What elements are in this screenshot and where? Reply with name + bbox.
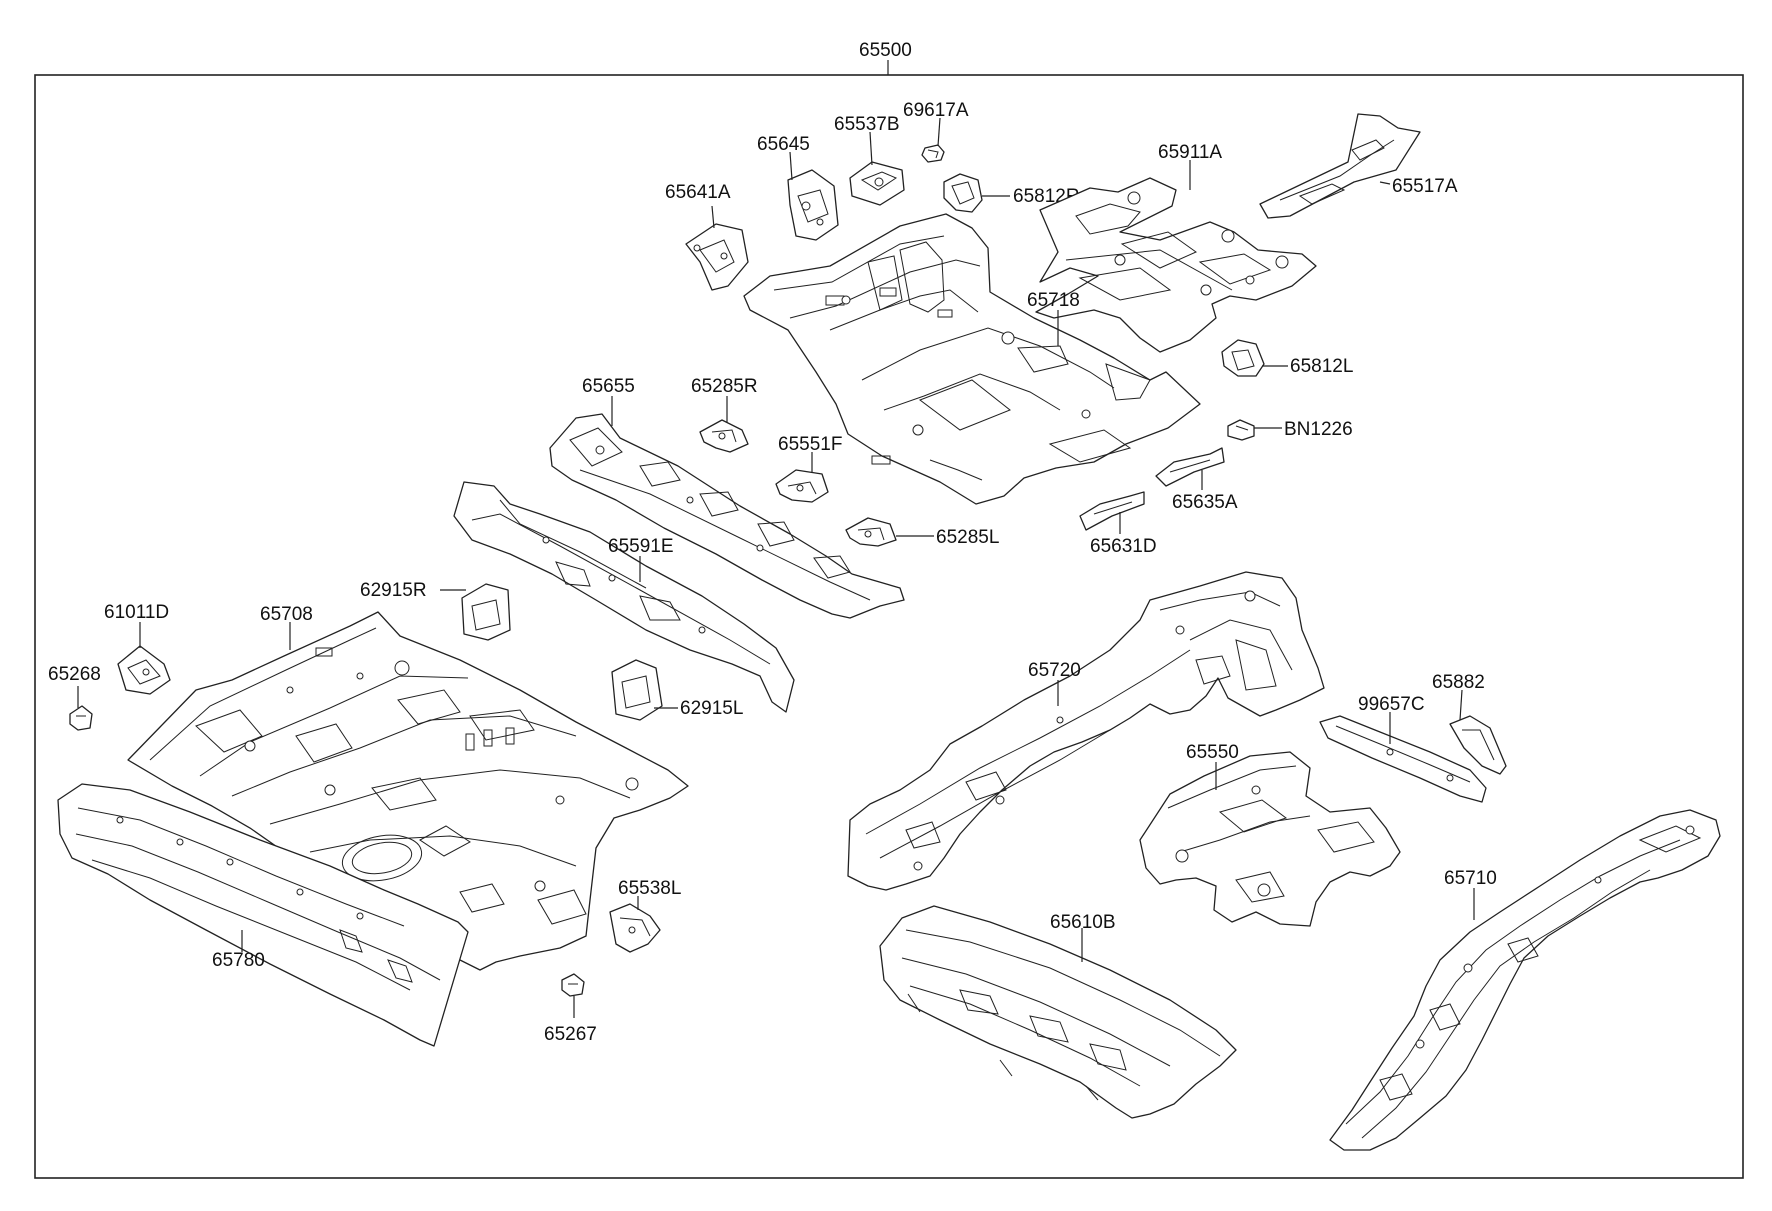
label-65551F[interactable]: 65551F <box>778 434 842 455</box>
label-65267[interactable]: 65267 <box>544 1024 597 1045</box>
label-65641A[interactable]: 65641A <box>665 182 731 203</box>
part-65610B[interactable] <box>879 905 1237 1119</box>
label-65655[interactable]: 65655 <box>582 376 635 397</box>
part-65780[interactable] <box>57 783 469 1047</box>
label-65631D[interactable]: 65631D <box>1090 536 1157 557</box>
label-62915R[interactable]: 62915R <box>360 580 427 601</box>
part-BN1226[interactable] <box>1227 419 1255 441</box>
part-65285L[interactable] <box>845 517 897 547</box>
label-65610B[interactable]: 65610B <box>1050 912 1116 933</box>
label-65635A[interactable]: 65635A <box>1172 492 1238 513</box>
part-65285R[interactable] <box>699 419 749 453</box>
part-65708[interactable] <box>127 611 689 971</box>
part-65591E[interactable] <box>453 481 795 713</box>
part-65911A[interactable] <box>1035 177 1317 353</box>
label-65911A[interactable]: 65911A <box>1158 142 1222 163</box>
part-99657C[interactable] <box>1319 715 1487 803</box>
part-65268[interactable] <box>69 705 93 731</box>
part-65550[interactable] <box>1139 751 1401 927</box>
label-65812L[interactable]: 65812L <box>1290 356 1353 377</box>
part-65720[interactable] <box>847 571 1325 891</box>
part-65812R[interactable] <box>943 173 983 213</box>
part-65517A[interactable] <box>1259 113 1421 219</box>
part-65267[interactable] <box>561 973 585 997</box>
label-65645[interactable]: 65645 <box>757 134 810 155</box>
label-61011D[interactable]: 61011D <box>104 602 169 623</box>
label-65591E[interactable]: 65591E <box>608 536 674 557</box>
label-65517A[interactable]: 65517A <box>1392 176 1458 197</box>
label-65550[interactable]: 65550 <box>1186 742 1239 763</box>
label-65538L[interactable]: 65538L <box>618 878 681 899</box>
part-65635A[interactable] <box>1155 447 1225 487</box>
label-65718[interactable]: 65718 <box>1027 290 1080 311</box>
part-62915R[interactable] <box>461 583 511 641</box>
part-65538L[interactable] <box>609 903 661 953</box>
label-65720[interactable]: 65720 <box>1028 660 1081 681</box>
label-65708[interactable]: 65708 <box>260 604 313 625</box>
part-62915L[interactable] <box>611 659 663 721</box>
part-65641A[interactable] <box>685 223 749 291</box>
label-99657C[interactable]: 99657C <box>1358 694 1425 715</box>
part-65645[interactable] <box>787 169 839 241</box>
label-62915L[interactable]: 62915L <box>680 698 743 719</box>
assembly-frame <box>34 74 1744 1179</box>
label-65882[interactable]: 65882 <box>1432 672 1485 693</box>
part-65631D[interactable] <box>1079 491 1145 531</box>
part-65710[interactable] <box>1329 809 1721 1151</box>
part-65718[interactable] <box>743 213 1201 505</box>
part-65882[interactable] <box>1449 715 1507 775</box>
label-69617A[interactable]: 69617A <box>903 100 969 121</box>
label-65285R[interactable]: 65285R <box>691 376 758 397</box>
part-65655[interactable] <box>549 413 905 619</box>
label-65710[interactable]: 65710 <box>1444 868 1497 889</box>
part-65551F[interactable] <box>775 469 829 503</box>
part-61011D[interactable] <box>117 645 171 695</box>
assembly-label[interactable]: 65500 <box>859 40 912 61</box>
label-65780[interactable]: 65780 <box>212 950 265 971</box>
label-65537B[interactable]: 65537B <box>834 114 900 135</box>
label-65285L[interactable]: 65285L <box>936 527 999 548</box>
label-BN1226[interactable]: BN1226 <box>1284 419 1353 440</box>
label-65268[interactable]: 65268 <box>48 664 101 685</box>
part-65537B[interactable] <box>849 161 905 206</box>
part-65812L[interactable] <box>1221 339 1265 377</box>
part-69617A[interactable] <box>921 144 945 163</box>
